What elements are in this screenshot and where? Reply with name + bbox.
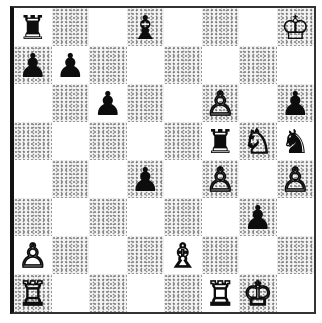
square-d5[interactable] (127, 122, 165, 160)
square-b7[interactable]: ♟ (52, 46, 90, 84)
square-a8[interactable]: ♜ (14, 8, 52, 46)
white-king-icon[interactable]: ♔ (243, 277, 273, 310)
square-a5[interactable] (14, 122, 52, 160)
square-e2[interactable]: ♗ (164, 236, 202, 274)
square-d7[interactable] (127, 46, 165, 84)
square-d8[interactable]: ♝ (127, 8, 165, 46)
square-c1[interactable] (89, 274, 127, 312)
chess-board: ♜♝♔♟♟♟♙♟♜♘♞♟♙♙♟♙♗♖♖♔ (10, 6, 316, 314)
square-g8[interactable] (239, 8, 277, 46)
white-rook-icon[interactable]: ♖ (18, 277, 48, 310)
square-e6[interactable] (164, 84, 202, 122)
square-c2[interactable] (89, 236, 127, 274)
square-g7[interactable] (239, 46, 277, 84)
square-a7[interactable]: ♟ (14, 46, 52, 84)
square-g6[interactable] (239, 84, 277, 122)
square-a1[interactable]: ♖ (14, 274, 52, 312)
square-b8[interactable] (52, 8, 90, 46)
square-g5[interactable]: ♘ (239, 122, 277, 160)
square-d3[interactable] (127, 198, 165, 236)
square-d1[interactable] (127, 274, 165, 312)
square-g3[interactable]: ♟ (239, 198, 277, 236)
black-pawn-icon[interactable]: ♟ (18, 49, 48, 82)
square-c5[interactable] (89, 122, 127, 160)
square-h4[interactable]: ♙ (277, 160, 315, 198)
square-c4[interactable] (89, 160, 127, 198)
black-pawn-icon[interactable]: ♟ (280, 87, 310, 120)
square-c6[interactable]: ♟ (89, 84, 127, 122)
square-b1[interactable] (52, 274, 90, 312)
square-f6[interactable]: ♙ (202, 84, 240, 122)
square-c7[interactable] (89, 46, 127, 84)
square-a2[interactable]: ♙ (14, 236, 52, 274)
square-h7[interactable] (277, 46, 315, 84)
square-f8[interactable] (202, 8, 240, 46)
square-g2[interactable] (239, 236, 277, 274)
square-h1[interactable] (277, 274, 315, 312)
black-pawn-icon[interactable]: ♟ (93, 87, 123, 120)
square-e7[interactable] (164, 46, 202, 84)
square-f4[interactable]: ♙ (202, 160, 240, 198)
square-b6[interactable] (52, 84, 90, 122)
square-a4[interactable] (14, 160, 52, 198)
black-pawn-icon[interactable]: ♟ (55, 49, 85, 82)
square-e3[interactable] (164, 198, 202, 236)
square-e5[interactable] (164, 122, 202, 160)
square-f5[interactable]: ♜ (202, 122, 240, 160)
white-pawn-icon[interactable]: ♙ (205, 163, 235, 196)
square-a6[interactable] (14, 84, 52, 122)
black-king-icon[interactable]: ♔ (280, 11, 310, 44)
square-c8[interactable] (89, 8, 127, 46)
square-f7[interactable] (202, 46, 240, 84)
square-h5[interactable]: ♞ (277, 122, 315, 160)
square-b5[interactable] (52, 122, 90, 160)
square-e4[interactable] (164, 160, 202, 198)
black-pawn-icon[interactable]: ♟ (243, 201, 273, 234)
square-b3[interactable] (52, 198, 90, 236)
square-f3[interactable] (202, 198, 240, 236)
square-b4[interactable] (52, 160, 90, 198)
square-e1[interactable] (164, 274, 202, 312)
square-b2[interactable] (52, 236, 90, 274)
white-pawn-icon[interactable]: ♙ (205, 87, 235, 120)
square-d6[interactable] (127, 84, 165, 122)
white-rook-icon[interactable]: ♖ (205, 277, 235, 310)
black-pawn-icon[interactable]: ♟ (130, 163, 160, 196)
black-rook-icon[interactable]: ♜ (205, 125, 235, 158)
square-c3[interactable] (89, 198, 127, 236)
square-f1[interactable]: ♖ (202, 274, 240, 312)
square-h2[interactable] (277, 236, 315, 274)
square-h8[interactable]: ♔ (277, 8, 315, 46)
square-a3[interactable] (14, 198, 52, 236)
white-pawn-icon[interactable]: ♙ (18, 239, 48, 272)
square-e8[interactable] (164, 8, 202, 46)
black-knight-icon[interactable]: ♞ (280, 125, 310, 158)
white-bishop-icon[interactable]: ♗ (168, 239, 198, 272)
square-g1[interactable]: ♔ (239, 274, 277, 312)
square-f2[interactable] (202, 236, 240, 274)
black-bishop-icon[interactable]: ♝ (130, 11, 160, 44)
square-g4[interactable] (239, 160, 277, 198)
white-pawn-icon[interactable]: ♙ (280, 163, 310, 196)
square-h6[interactable]: ♟ (277, 84, 315, 122)
square-h3[interactable] (277, 198, 315, 236)
square-d2[interactable] (127, 236, 165, 274)
black-rook-icon[interactable]: ♜ (18, 11, 48, 44)
square-d4[interactable]: ♟ (127, 160, 165, 198)
white-knight-icon[interactable]: ♘ (243, 125, 273, 158)
